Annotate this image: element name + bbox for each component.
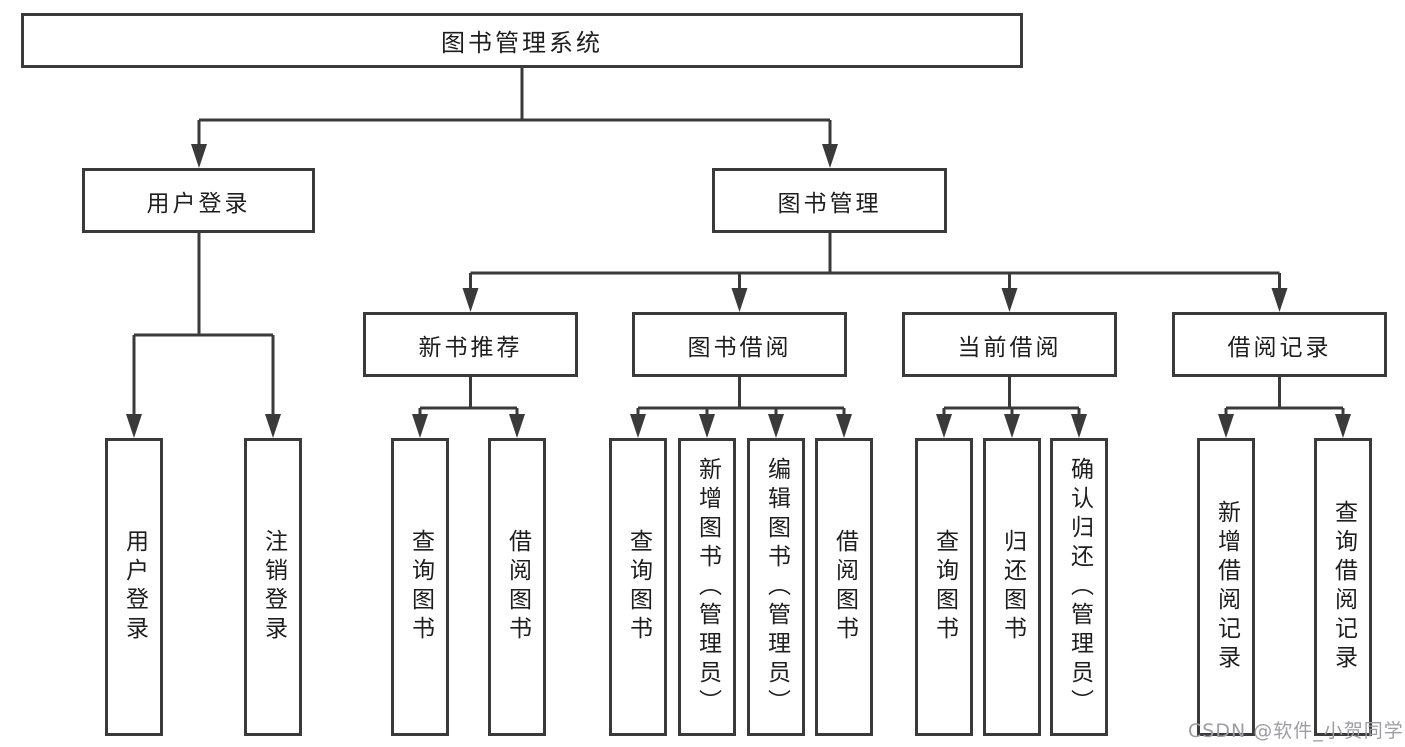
leaf-query-books-borrow: 查询图书 [609, 438, 667, 736]
leaf-borrow-books-recommend: 借阅图书 [488, 438, 546, 736]
leaf-return-book: 归还图书 [983, 438, 1041, 736]
leaf-user-login: 用户登录 [105, 438, 163, 736]
leaf-logout: 注销登录 [244, 438, 302, 736]
leaf-query-books-current: 查询图书 [915, 438, 973, 736]
node-book-management: 图书管理 [712, 168, 947, 233]
leaf-edit-book-admin: 编辑图书（管理员） [747, 438, 805, 736]
node-library-management-system: 图书管理系统 [21, 13, 1023, 68]
leaf-borrow-books: 借阅图书 [815, 438, 873, 736]
node-borrow-records: 借阅记录 [1172, 312, 1387, 377]
node-new-book-recommend: 新书推荐 [363, 312, 578, 377]
arrowheads [126, 144, 1351, 438]
node-book-borrow: 图书借阅 [632, 312, 847, 377]
csdn-watermark: CSDN @软件_小贺同学 [1188, 720, 1404, 742]
leaf-query-borrow-record: 查询借阅记录 [1314, 438, 1372, 736]
leaf-add-borrow-record: 新增借阅记录 [1197, 438, 1255, 736]
leaf-query-books-recommend: 查询图书 [391, 438, 449, 736]
node-current-borrow: 当前借阅 [902, 312, 1117, 377]
leaf-confirm-return-admin: 确认归还（管理员） [1050, 438, 1108, 736]
leaf-add-book-admin: 新增图书（管理员） [678, 438, 736, 736]
node-user-login: 用户登录 [82, 168, 315, 233]
